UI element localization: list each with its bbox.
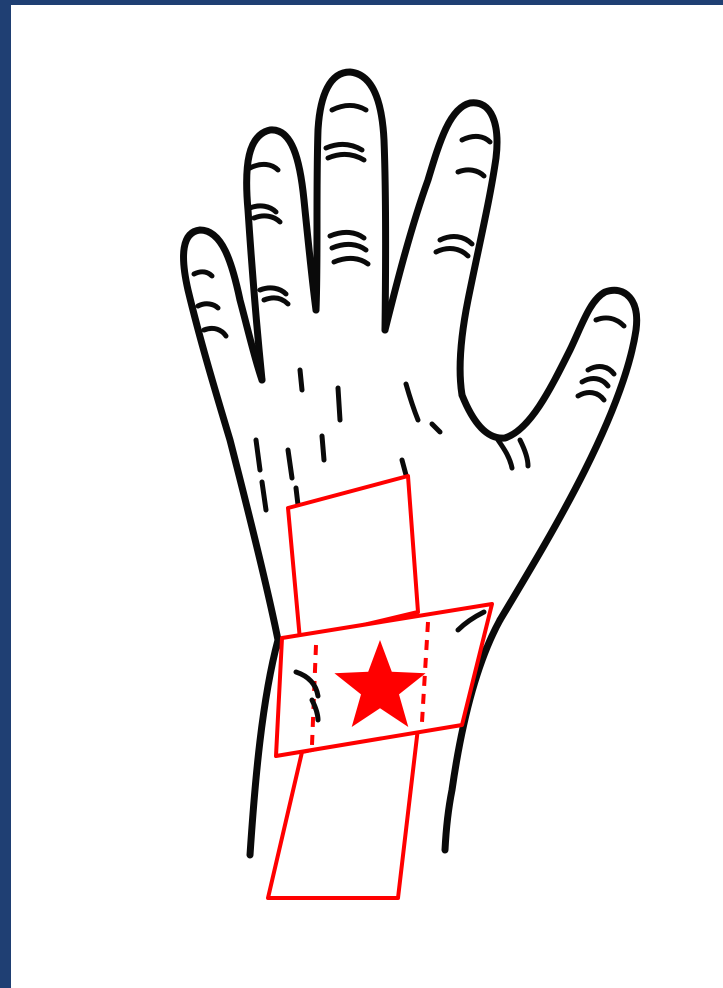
tape-strip-upper	[288, 476, 418, 640]
little-finger	[184, 230, 278, 855]
thumb-web-crease	[498, 440, 528, 468]
tendon-lines	[256, 370, 440, 510]
middle-finger	[316, 72, 386, 330]
thumb	[462, 290, 637, 620]
